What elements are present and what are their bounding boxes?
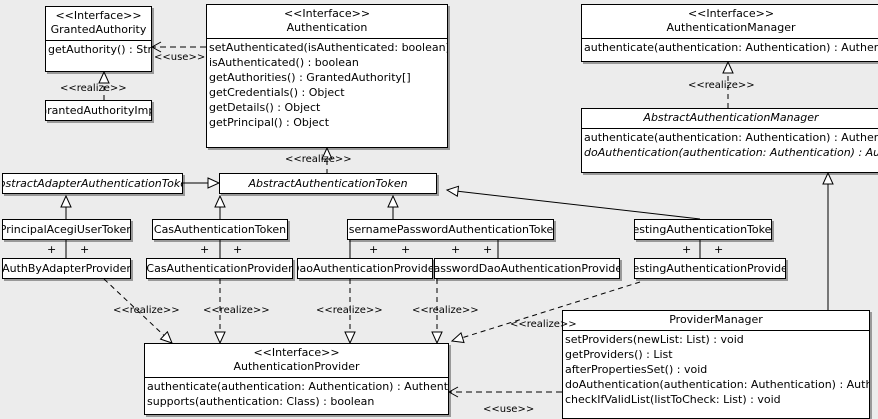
class-provider-manager[interactable]: ProviderManager setProviders(newList: Li… <box>562 310 870 419</box>
class-name: ProviderManager <box>669 313 763 326</box>
edge-label-realize-abstractauthenticationtoken: <<realize>> <box>285 154 352 165</box>
compartment-divider <box>563 330 869 331</box>
operation: getProviders() : List <box>565 348 673 361</box>
operation: setAuthenticated(isAuthenticated: boolea… <box>209 41 447 54</box>
stereotype-label: <<Interface>> <box>253 346 340 359</box>
class-name: TestingAuthenticationProvider <box>634 262 786 275</box>
class-header: <<Interface>> AuthenticationManager <box>582 5 878 38</box>
class-header: <<Interface>> Authentication <box>207 5 447 38</box>
class-name: CasAuthenticationProvider <box>146 262 293 275</box>
edge-label-realize-authbyadapterprovider: <<realize>> <box>113 305 180 316</box>
operation: authenticate(authentication: Authenticat… <box>147 380 448 393</box>
class-principal-acegi-user-token[interactable]: PrincipalAcegiUserToken <box>2 219 131 240</box>
class-dao-authentication-provider[interactable]: DaoAuthenticationProvider <box>297 258 433 279</box>
association-marker-plus: + <box>483 243 493 256</box>
class-name: PasswordDaoAuthenticationProvider <box>434 262 620 275</box>
operation: supports(authentication: Class) : boolea… <box>147 395 375 408</box>
association-marker-plus: + <box>451 243 461 256</box>
operations-compartment: authenticate(authentication: Authenticat… <box>582 129 878 161</box>
operation: setProviders(newList: List) : void <box>565 333 744 346</box>
edge-label-realize-casauthenticationprovider: <<realize>> <box>203 305 270 316</box>
class-name: Authentication <box>286 21 368 34</box>
class-name: AbstractAuthenticationToken <box>248 177 408 190</box>
edge-label-realize-grantedauthorityimpl: <<realize>> <box>60 83 127 94</box>
operation: afterPropertiesSet() : void <box>565 363 708 376</box>
association-marker-plus: + <box>200 243 210 256</box>
class-name: CasAuthenticationToken <box>153 223 287 236</box>
compartment-divider <box>145 377 448 378</box>
operations-compartment: authenticate(authentication: Authenticat… <box>582 39 878 56</box>
edge-label-use-providermanager-authenticationprovider: <<use>> <box>483 404 535 415</box>
edge-label-realize-daoauthenticationprovider: <<realize>> <box>316 305 383 316</box>
class-header: <<Interface>> GrantedAuthority <box>46 7 151 40</box>
class-name: AuthenticationProvider <box>233 360 360 373</box>
class-name: AuthenticationManager <box>666 21 796 34</box>
class-name: DaoAuthenticationProvider <box>297 262 433 275</box>
operations-compartment: setAuthenticated(isAuthenticated: boolea… <box>207 39 447 131</box>
class-header: ProviderManager <box>563 311 869 330</box>
class-cas-authentication-token[interactable]: CasAuthenticationToken <box>152 219 288 240</box>
class-abstract-authentication-token[interactable]: AbstractAuthenticationToken <box>219 173 437 194</box>
operation: checkIfValidList(listToCheck: List) : vo… <box>565 393 781 406</box>
class-cas-authentication-provider[interactable]: CasAuthenticationProvider <box>146 258 293 279</box>
edge-label-realize-abstractauthenticationmanager: <<realize>> <box>688 80 755 91</box>
class-testing-authentication-token[interactable]: TestingAuthenticationToken <box>634 219 772 240</box>
class-abstract-adapter-authentication-token[interactable]: AbstractAdapterAuthenticationToken <box>2 173 183 194</box>
operation: getCredentials() : Object <box>209 86 345 99</box>
class-abstract-authentication-manager[interactable]: AbstractAuthenticationManager authentica… <box>581 108 878 173</box>
edge-label-realize-passworddaoauthenticationprovider: <<realize>> <box>412 305 479 316</box>
edge-label-use-authentication-grantedauthority: <<use>> <box>154 52 206 63</box>
operation: getAuthorities() : GrantedAuthority[] <box>209 71 411 84</box>
class-name: AuthByAdapterProvider <box>2 262 131 275</box>
stereotype-label: <<Interface>> <box>687 7 775 20</box>
compartment-divider <box>46 40 151 41</box>
operation: doAuthentication(authentication: Authent… <box>565 378 869 391</box>
association-marker-plus: + <box>714 243 724 256</box>
association-marker-plus: + <box>233 243 243 256</box>
operations-compartment: setProviders(newList: List) : void getPr… <box>563 331 869 408</box>
compartment-divider <box>207 38 447 39</box>
operation: authenticate(authentication: Authenticat… <box>584 41 878 54</box>
class-header: <<Interface>> AuthenticationProvider <box>145 344 448 377</box>
association-marker-plus: + <box>369 243 379 256</box>
operation: getDetails() : Object <box>209 101 321 114</box>
association-marker-plus: + <box>401 243 411 256</box>
stereotype-label: <<Interface>> <box>283 7 371 20</box>
operations-compartment: authenticate(authentication: Authenticat… <box>145 378 448 410</box>
class-name: GrantedAuthority <box>50 23 147 36</box>
compartment-divider <box>582 38 878 39</box>
class-auth-by-adapter-provider[interactable]: AuthByAdapterProvider <box>2 258 131 279</box>
class-username-password-authentication-token[interactable]: UsernamePasswordAuthenticationToken <box>347 219 554 240</box>
class-password-dao-authentication-provider[interactable]: PasswordDaoAuthenticationProvider <box>434 258 620 279</box>
operation: isAuthenticated() : boolean <box>209 56 359 69</box>
class-header: AbstractAuthenticationManager <box>582 109 878 128</box>
class-name: GrantedAuthorityImpl <box>45 104 151 117</box>
operation: doAuthentication(authentication: Authent… <box>584 146 878 159</box>
class-name: AbstractAuthenticationManager <box>643 111 819 124</box>
association-marker-plus: + <box>682 243 692 256</box>
operations-compartment: getAuthority() : String <box>46 41 151 58</box>
operation: getPrincipal() : Object <box>209 116 330 129</box>
class-granted-authority[interactable]: <<Interface>> GrantedAuthority getAuthor… <box>45 6 152 72</box>
class-authentication-manager[interactable]: <<Interface>> AuthenticationManager auth… <box>581 4 878 62</box>
operation: authenticate(authentication: Authenticat… <box>584 131 878 144</box>
compartment-divider <box>582 128 878 129</box>
class-name: AbstractAdapterAuthenticationToken <box>3 177 182 190</box>
class-name: TestingAuthenticationToken <box>634 223 772 236</box>
class-granted-authority-impl[interactable]: GrantedAuthorityImpl <box>45 100 152 121</box>
stereotype-label: <<Interface>> <box>55 9 142 22</box>
edge-label-realize-testingauthenticationprovider: <<realize>> <box>510 319 577 330</box>
association-marker-plus: + <box>80 243 90 256</box>
class-name: UsernamePasswordAuthenticationToken <box>347 223 554 236</box>
class-authentication-provider[interactable]: <<Interface>> AuthenticationProvider aut… <box>144 343 449 415</box>
class-authentication[interactable]: <<Interface>> Authentication setAuthenti… <box>206 4 448 148</box>
association-marker-plus: + <box>47 243 57 256</box>
class-name: PrincipalAcegiUserToken <box>2 223 131 236</box>
operation: getAuthority() : String <box>48 43 151 56</box>
class-testing-authentication-provider[interactable]: TestingAuthenticationProvider <box>634 258 786 279</box>
